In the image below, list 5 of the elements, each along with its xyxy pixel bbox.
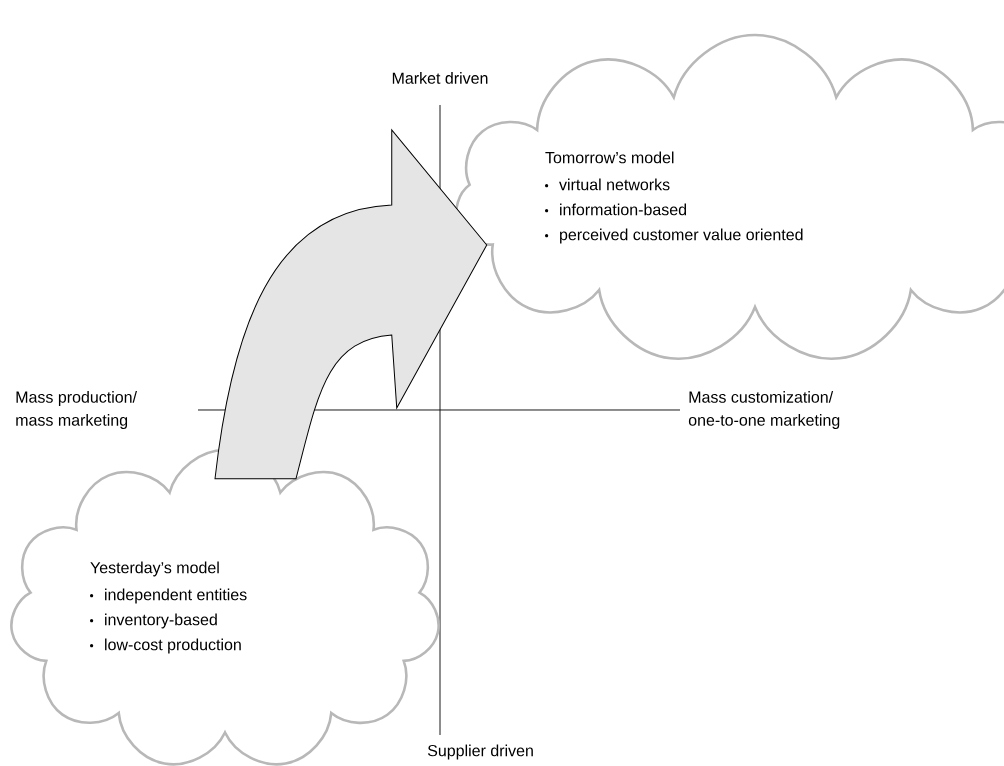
axis-label: Mass customization/ one-to-one marketing xyxy=(688,391,840,429)
axis-label: Mass production/ mass marketing xyxy=(16,391,137,429)
curved-arrow xyxy=(214,129,488,480)
axis-label: Market driven xyxy=(392,72,488,84)
axis-label: Supplier driven xyxy=(427,744,533,760)
